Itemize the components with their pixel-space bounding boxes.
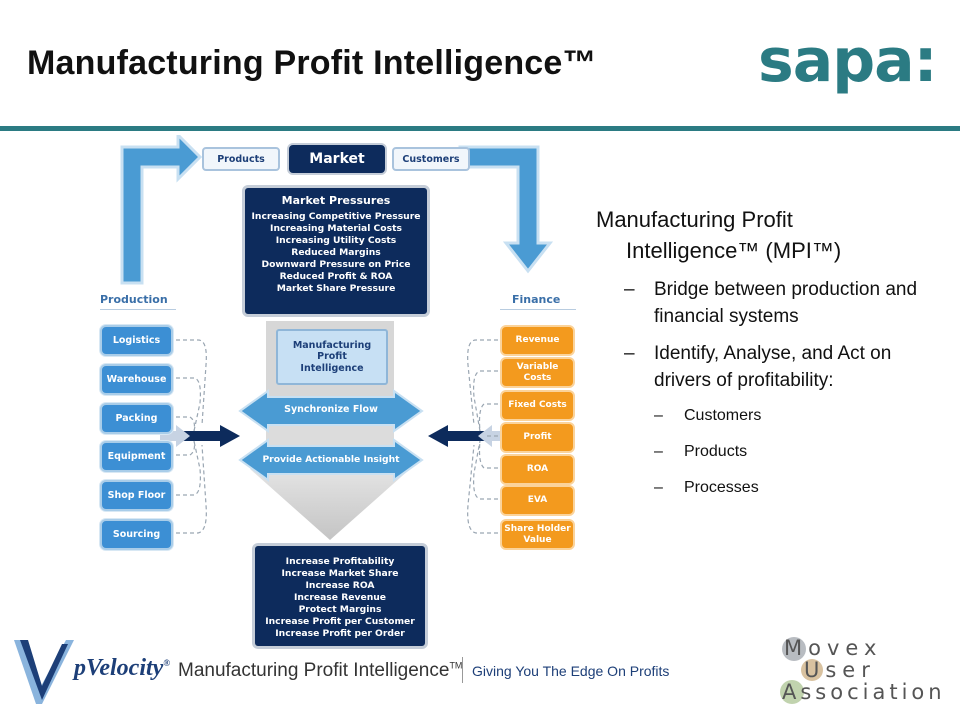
bullet-list: Manufacturing Profit Intelligence™ (MPI™… bbox=[596, 204, 946, 498]
main-bullet-line1: Manufacturing Profit bbox=[596, 207, 793, 232]
third-bullet: – Processes bbox=[596, 478, 946, 498]
production-item: Equipment bbox=[100, 441, 173, 472]
outcome-item: Increase ROA bbox=[305, 580, 375, 591]
pressure-item: Downward Pressure on Price bbox=[261, 259, 411, 270]
production-item: Warehouse bbox=[100, 364, 173, 395]
third-bullet-text: Products bbox=[684, 443, 748, 460]
funnel-arrow bbox=[250, 469, 410, 540]
third-bullet-text: Customers bbox=[684, 407, 762, 424]
right-loop-arrow bbox=[458, 145, 554, 274]
pvelocity-text: pVelocity bbox=[74, 655, 164, 681]
market-label: Market bbox=[309, 151, 365, 167]
outcome-item: Increase Market Share bbox=[281, 568, 399, 579]
left-inward-arrow bbox=[180, 425, 240, 447]
left-light-arrow bbox=[160, 425, 190, 447]
left-loop-arrow bbox=[120, 135, 203, 285]
production-item: Shop Floor bbox=[100, 480, 173, 511]
mpi-diagram: Products Market Customers Market Pressur… bbox=[90, 135, 585, 649]
mua-line: Movex bbox=[784, 636, 883, 660]
production-heading-rule bbox=[100, 309, 176, 310]
market-box: Market bbox=[287, 143, 387, 175]
products-label: Products bbox=[217, 153, 265, 165]
logo-text: sapa bbox=[758, 26, 915, 96]
footer-separator bbox=[462, 657, 463, 683]
right-light-arrow bbox=[478, 425, 508, 447]
dash-marker: – bbox=[654, 479, 663, 496]
right-connectors bbox=[467, 339, 498, 534]
sync-flow-label: Synchronize Flow bbox=[284, 404, 378, 415]
mpi-box: Manufacturing Profit Intelligence bbox=[276, 329, 388, 385]
dash-marker: – bbox=[624, 343, 635, 364]
right-inward-arrow bbox=[428, 425, 488, 447]
outcome-item: Increase Profit per Order bbox=[275, 628, 405, 639]
pressures-heading: Market Pressures bbox=[281, 194, 391, 207]
main-bullet: Manufacturing Profit Intelligence™ (MPI™… bbox=[596, 204, 946, 266]
outcome-item: Increase Profitability bbox=[285, 556, 395, 567]
pvelocity-wordmark: pVelocity® bbox=[74, 655, 170, 682]
sync-arrow bbox=[238, 389, 424, 433]
insight-label: Provide Actionable Insight bbox=[262, 454, 400, 465]
third-bullet-text: Processes bbox=[684, 479, 759, 496]
customers-label: Customers bbox=[402, 153, 460, 165]
mpi-box-line: Profit bbox=[317, 351, 347, 363]
footer-product-tm: TM bbox=[449, 660, 463, 671]
dash-marker: – bbox=[654, 407, 663, 424]
finance-item: Fixed Costs bbox=[500, 390, 575, 421]
footer-product-text: Manufacturing Profit Intelligence bbox=[178, 660, 450, 681]
finance-item: EVA bbox=[500, 485, 575, 516]
production-item: Sourcing bbox=[100, 519, 173, 550]
title-rule bbox=[0, 126, 960, 131]
pressure-item: Market Share Pressure bbox=[276, 283, 396, 294]
mpi-box-line: Manufacturing bbox=[292, 339, 372, 351]
sub-bullet-text: Bridge between production and financial … bbox=[654, 279, 918, 327]
mua-line: User bbox=[804, 658, 876, 682]
pressure-item: Reduced Margins bbox=[291, 247, 381, 258]
outcomes-box: Increase Profitability Increase Market S… bbox=[252, 543, 428, 649]
products-pill: Products bbox=[202, 147, 280, 171]
sapa-logo: sapa: bbox=[758, 26, 938, 96]
production-item: Logistics bbox=[100, 325, 173, 356]
mua-circles bbox=[780, 637, 823, 704]
pvelocity-reg: ® bbox=[163, 658, 171, 668]
sub-bullet-text: Identify, Analyse, and Act on drivers of… bbox=[654, 343, 892, 391]
footer-product-name: Manufacturing Profit IntelligenceTM bbox=[178, 660, 462, 682]
finance-heading-rule bbox=[500, 309, 576, 310]
main-bullet-line2: Intelligence™ (MPI™) bbox=[626, 238, 842, 263]
dash-marker: – bbox=[654, 443, 663, 460]
finance-item: ROA bbox=[500, 454, 575, 485]
left-connectors bbox=[176, 339, 207, 534]
outcome-item: Increase Revenue bbox=[293, 592, 387, 603]
mua-line: Association bbox=[782, 680, 946, 704]
mpi-box-line: Intelligence bbox=[300, 362, 364, 374]
pressure-item: Increasing Material Costs bbox=[270, 223, 402, 234]
footer-tagline: Giving You The Edge On Profits bbox=[472, 663, 670, 679]
logo-colon: : bbox=[913, 26, 938, 96]
sub-bullet: – Bridge between production and financia… bbox=[596, 276, 946, 330]
outcome-item: Increase Profit per Customer bbox=[265, 616, 415, 627]
finance-item: Revenue bbox=[500, 325, 575, 356]
market-pressures-box: Market Pressures Increasing Competitive … bbox=[242, 185, 430, 317]
movex-user-association-logo: Movex User Association bbox=[778, 636, 942, 706]
production-item: Packing bbox=[100, 403, 173, 434]
finance-item: Profit bbox=[500, 422, 575, 453]
customers-pill: Customers bbox=[392, 147, 470, 171]
pvelocity-v-logo bbox=[14, 640, 74, 704]
finance-item: Variable Costs bbox=[500, 357, 575, 388]
slide-title: Manufacturing Profit Intelligence™ bbox=[27, 44, 597, 82]
insight-arrow bbox=[238, 438, 424, 482]
pressure-item: Increasing Utility Costs bbox=[275, 235, 397, 246]
finance-heading: Finance bbox=[512, 293, 561, 306]
finance-item: Share Holder Value bbox=[500, 519, 575, 550]
dash-marker: – bbox=[624, 279, 635, 300]
sub-bullet: – Identify, Analyse, and Act on drivers … bbox=[596, 340, 946, 394]
third-bullet: – Products bbox=[596, 442, 946, 462]
pressure-item: Reduced Profit & ROA bbox=[279, 271, 393, 282]
third-bullet: – Customers bbox=[596, 406, 946, 426]
outcome-item: Protect Margins bbox=[298, 604, 382, 615]
pressure-item: Increasing Competitive Pressure bbox=[251, 211, 421, 222]
production-heading: Production bbox=[100, 293, 168, 306]
